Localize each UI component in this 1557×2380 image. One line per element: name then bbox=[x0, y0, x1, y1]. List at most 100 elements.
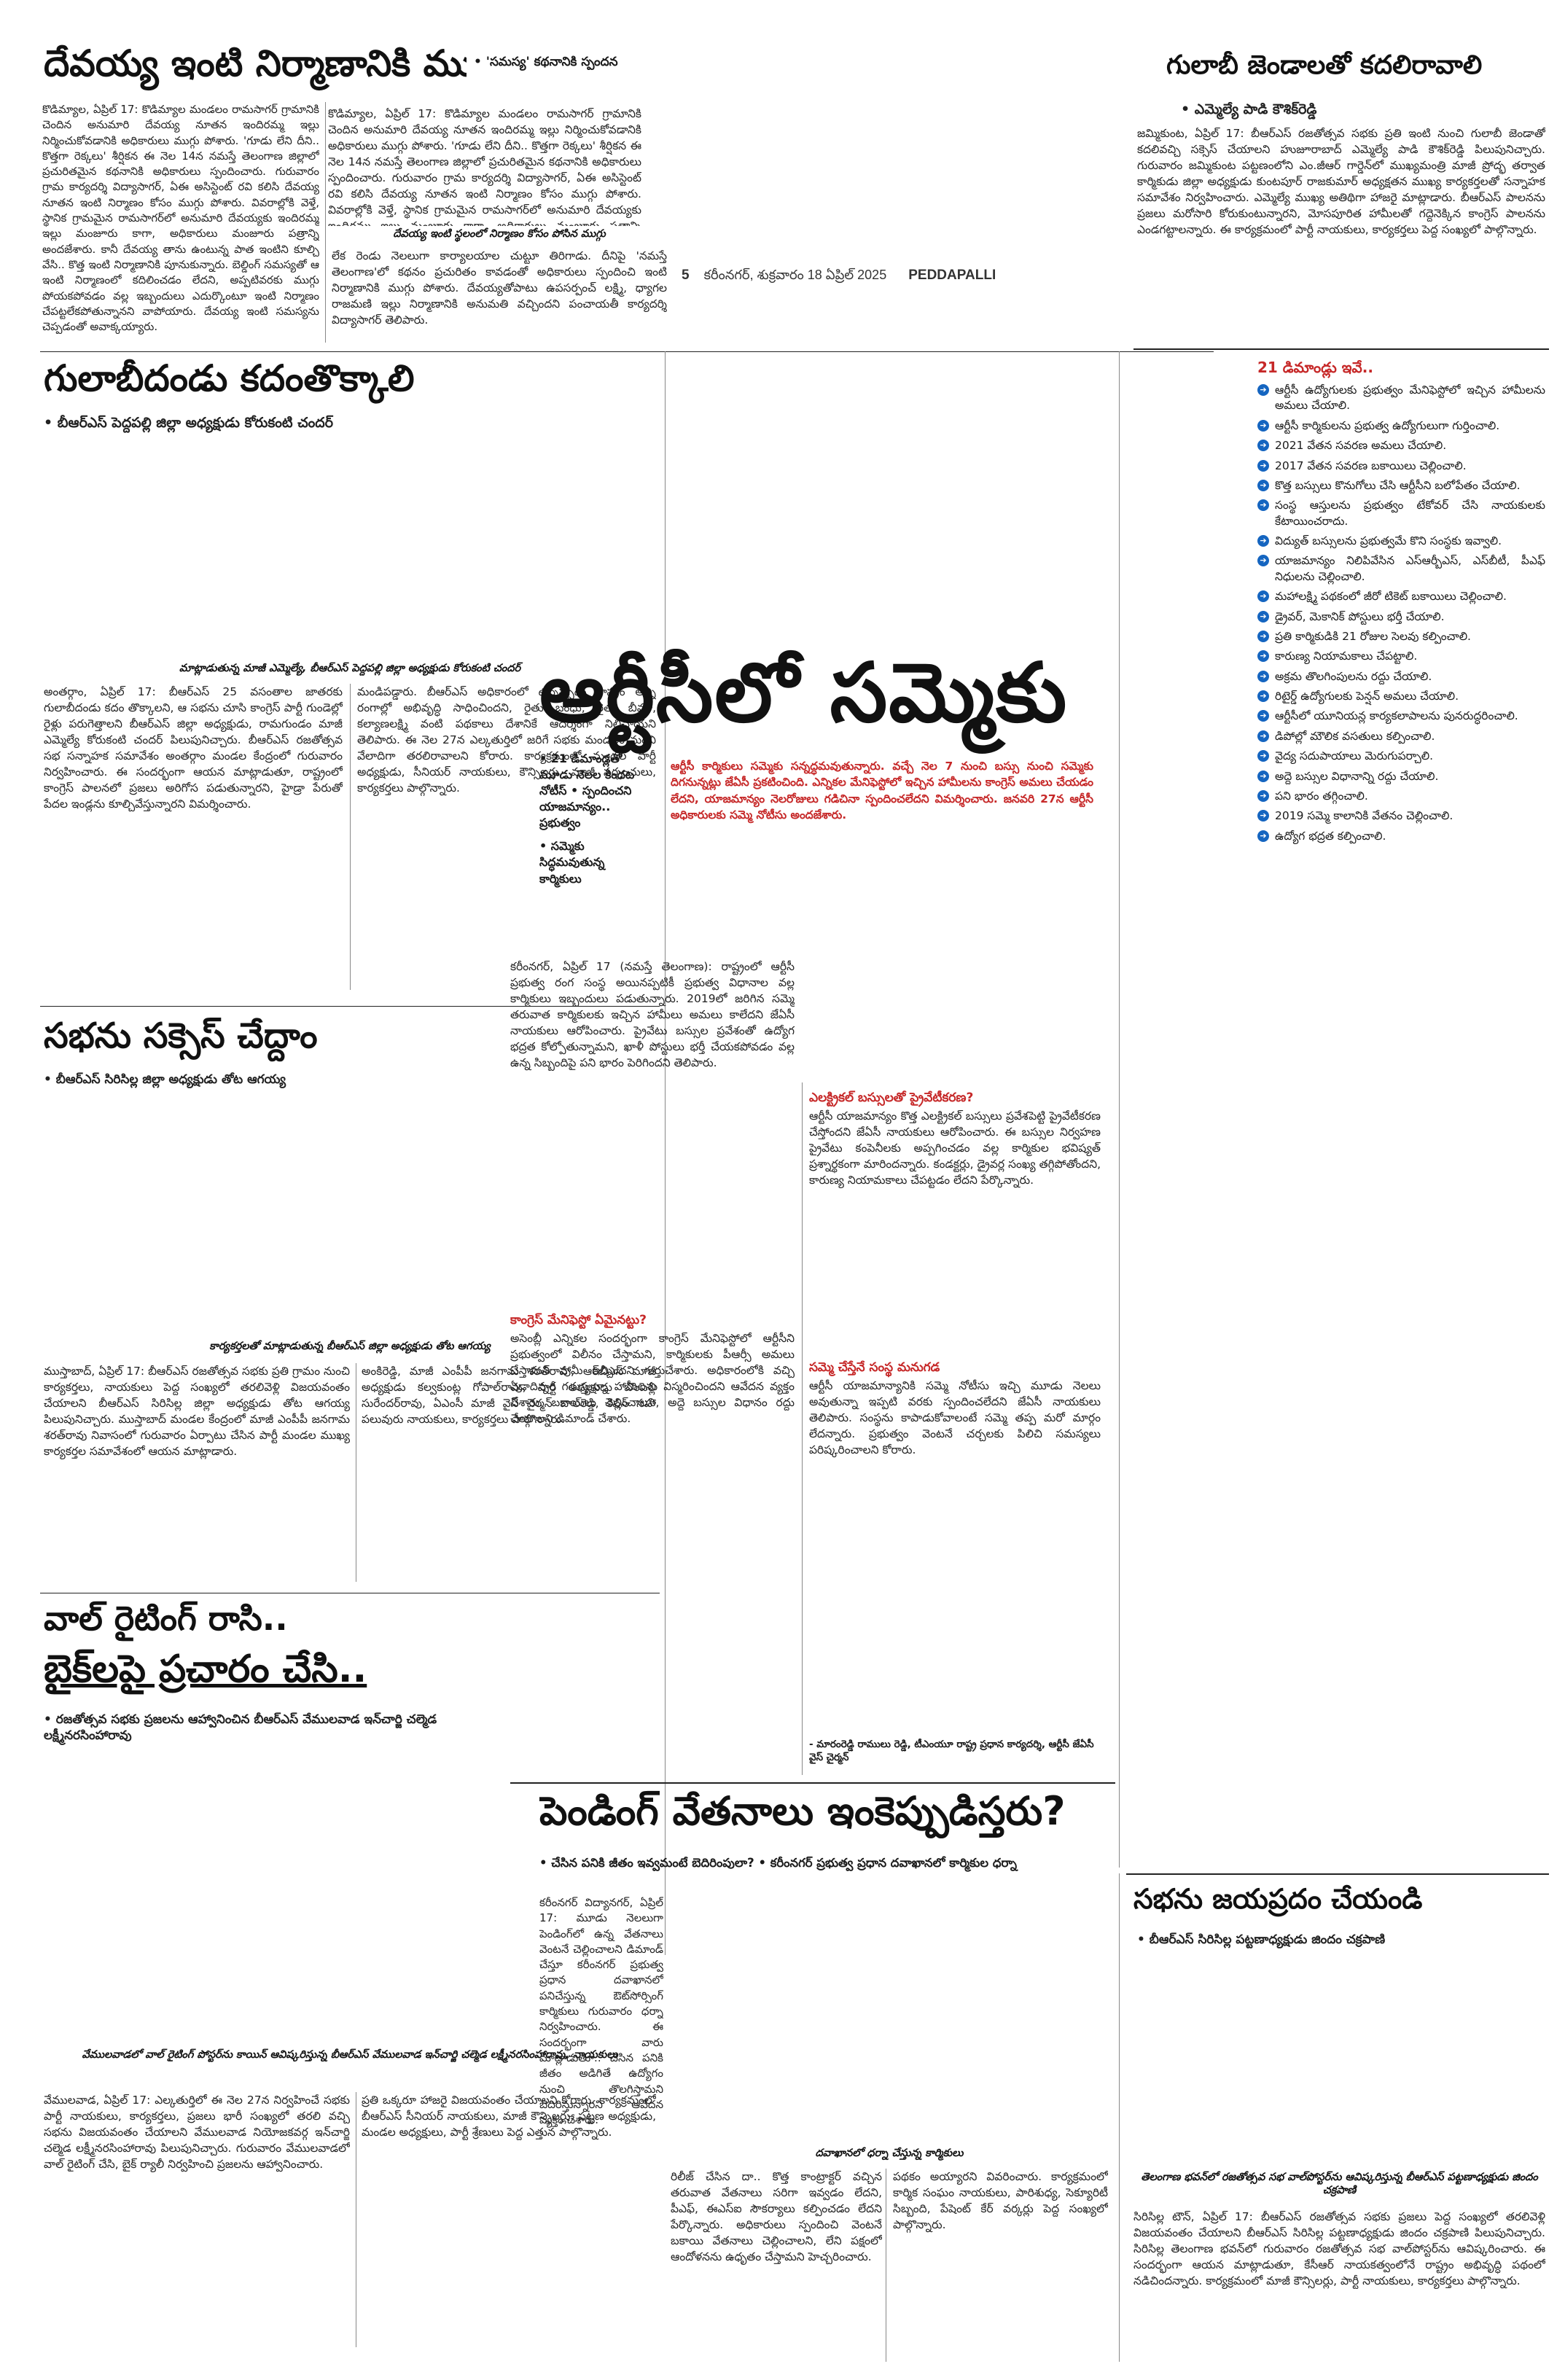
sidebar-demand-text: యాజమాన్యం నిలిపివేసిన ఎస్ఆర్బీఎస్, ఎస్‌బ… bbox=[1275, 554, 1545, 583]
story2-headline: గులాబీ జెండాలతో కదలిరావాలి bbox=[1166, 51, 1483, 80]
column-rule bbox=[802, 1082, 803, 1775]
sidebar-demand-text: వైద్య సదుపాయాలు మెరుగుపర్చాలి. bbox=[1275, 749, 1434, 763]
story7-body-right: పథకం అయ్యారని వివరించారు. కార్యక్రమంలో క… bbox=[893, 2170, 1108, 2231]
sidebar-demand-text: డిపోల్లో మౌలిక వసతులు కల్పించాలి. bbox=[1275, 729, 1435, 743]
page-folio: 5 కరీంనగర్, శుక్రవారం 18 ఏప్రిల్ 2025 PE… bbox=[682, 268, 1090, 289]
sidebar-demand-text: పని భారం తగ్గించాలి. bbox=[1275, 789, 1368, 803]
arrow-bullet-icon: ➔ bbox=[1257, 710, 1269, 722]
sidebar-demand-item: ➔ కొత్త బస్సులు కొనుగోలు చేసి ఆర్టీసీని బ… bbox=[1257, 478, 1545, 493]
sidebar-demand-text: ఆర్టీసీ ఉద్యోగులకు ప్రభుత్వం మేనిఫెస్టోల… bbox=[1275, 383, 1545, 413]
story5-headline-line1: వాల్ రైటింగ్ రాసి.. bbox=[44, 1600, 288, 1638]
story8-photo-caption: తెలంగాణ భవన్‌లో రజతోత్సవ సభ వాల్‌పోస్టర్… bbox=[1141, 2172, 1538, 2197]
story6-inline-head1: కాంగ్రెస్ మేనిఫెస్టో ఏమైనట్టు? bbox=[510, 1313, 647, 1327]
sidebar-demand-text: ప్రతి కార్మికుడికి 21 రోజుల సెలవు కల్పిం… bbox=[1275, 629, 1471, 643]
story1-headline: దేవయ్య ఇంటి నిర్మాణానికి ముగ్గు bbox=[44, 44, 467, 85]
arrow-bullet-icon: ➔ bbox=[1257, 499, 1269, 512]
story7-body-mid: రిలీజ్ చేసిన దా.. కొత్త కాంట్రాక్టర్ వచ్… bbox=[671, 2170, 882, 2263]
sidebar-demand-text: కొత్త బస్సులు కొనుగోలు చేసి ఆర్టీసీని బల… bbox=[1275, 478, 1521, 492]
sidebar-demand-item: ➔ పని భారం తగ్గించాలి. bbox=[1257, 789, 1545, 804]
arrow-bullet-icon: ➔ bbox=[1257, 810, 1269, 822]
story4-subhead: బీఆర్ఎస్ సిరిసిల్ల జిల్లా అధ్యక్షుడు తోట… bbox=[44, 1072, 554, 1090]
divider bbox=[1126, 1873, 1549, 1875]
sidebar-demand-item: ➔ సంస్థ ఆస్తులను ప్రభుత్వం టేకోవర్ చేసి న… bbox=[1257, 498, 1545, 529]
story3-body-right: మండిపడ్డారు. బీఆర్ఎస్ అధికారంలో ఉన్నప్పు… bbox=[357, 685, 656, 795]
story6-quote-attribution: - మారంరెడ్డి రాములు రెడ్డి, టీఎంయూ రాష్ట… bbox=[809, 1739, 1094, 1763]
story3-photo bbox=[42, 441, 655, 660]
story1-subhead-text: 'సమస్య' కథనానికి స్పందన bbox=[485, 55, 618, 69]
sidebar-demand-item: ➔2017 వేతన సవరణ బకాయిలు చెల్లించాలి. bbox=[1257, 459, 1545, 474]
story5-photo bbox=[42, 1760, 655, 2052]
sidebar-demand-text: డ్రైవర్, మెకానిక్ పోస్టులు భర్తీ చేయాలి. bbox=[1275, 609, 1445, 623]
story5-subhead: రజతోత్సవ సభకు ప్రజలను ఆహ్వానించిన బీఆర్ఎ… bbox=[44, 1712, 510, 1752]
divider bbox=[510, 1782, 1115, 1784]
sidebar-demand-text: సంస్థ ఆస్తులను ప్రభుత్వం టేకోవర్ చేసి నా… bbox=[1275, 499, 1545, 528]
story7-photo bbox=[671, 1895, 1108, 2143]
story7-subhead: • చేసిన పనికి జీతం ఇవ్వమంటే బెదిరింపులా?… bbox=[539, 1856, 1017, 1870]
sidebar-demand-item: ➔ ఉద్యోగ భద్రత కల్పించాలి. bbox=[1257, 829, 1545, 844]
arrow-bullet-icon: ➔ bbox=[1257, 459, 1269, 472]
arrow-bullet-icon: ➔ bbox=[1257, 479, 1269, 491]
sidebar-demand-item: ➔ఆర్టీసీ కార్మికులను ప్రభుత్వ ఉద్యోగులుగ… bbox=[1257, 418, 1545, 434]
arrow-bullet-icon: ➔ bbox=[1257, 610, 1269, 623]
story3-headline: గులాబీదండు కదంతొక్కాలి bbox=[44, 359, 415, 399]
story7-photo-caption: దవాఖానలో ధర్నా చేస్తున్న కార్మికులు bbox=[815, 2147, 964, 2159]
sidebar-demand-item: ➔ఆర్టీసీ ఉద్యోగులకు ప్రభుత్వం మేనిఫెస్టో… bbox=[1257, 383, 1545, 414]
story6-inline-head2: ఎలక్ట్రికల్ బస్సులతో ప్రైవేటీకరణ? bbox=[809, 1090, 974, 1105]
sidebar-demand-item: ➔ప్రతి కార్మికుడికి 21 రోజుల సెలవు కల్పి… bbox=[1257, 629, 1545, 644]
story4-body-right: అంకిరెడ్డి, మాజీ ఎంపీపీ జనగామ శరత్‌రావు,… bbox=[362, 1365, 656, 1426]
story6-red-box: ఆర్టీసీ కార్మికులు సమ్మెకు సన్నద్ధమవుతున… bbox=[671, 760, 1093, 822]
sidebar-demand-text: ఆర్టీసీ కార్మికులను ప్రభుత్వ ఉద్యోగులుగా… bbox=[1275, 418, 1500, 432]
sidebar-demand-item: ➔మహాలక్ష్మి పథకంలో జీరో టికెట్ బకాయిలు చ… bbox=[1257, 589, 1545, 604]
story6-bullet: • సమ్మెకు సిద్ధమవుతున్న కార్మికులు bbox=[539, 839, 605, 886]
sidebar-demand-text: విద్యుత్ బస్సులను ప్రభుత్వమే కొని సంస్థక… bbox=[1275, 534, 1502, 547]
story1-photo bbox=[42, 106, 319, 339]
story5-photo-caption: వేములవాడలో వాల్ రైటింగ్ పోస్టర్‌ను కాయిన… bbox=[82, 2049, 618, 2061]
sidebar-demand-item: ➔ డ్రైవర్, మెకానిక్ పోస్టులు భర్తీ చేయాలి… bbox=[1257, 609, 1545, 625]
story6-bullets: • 21 డిమాండ్లతో మూడు నెలల కిందట నోటీస్ •… bbox=[539, 751, 649, 962]
story4-body-left: ముస్తాబాద్, ఏప్రిల్ 17: బీఆర్ఎస్ రజతోత్స… bbox=[44, 1365, 350, 1458]
arrow-bullet-icon: ➔ bbox=[1257, 590, 1269, 603]
story8-photo bbox=[1133, 1957, 1545, 2169]
sidebar-demand-text: కారుణ్య నియామకాలు చేపట్టాలి. bbox=[1275, 649, 1418, 663]
story6-body-col1: కరీంనగర్, ఏప్రిల్ 17 (నమస్తే తెలంగాణ): ర… bbox=[510, 960, 795, 1069]
sidebar-demand-item: ➔డిపోల్లో మౌలిక వసతులు కల్పించాలి. bbox=[1257, 729, 1545, 744]
arrow-bullet-icon: ➔ bbox=[1257, 830, 1269, 842]
sidebar-demand-item: ➔కారుణ్య నియామకాలు చేపట్టాలి. bbox=[1257, 649, 1545, 664]
sidebar-demand-text: అక్రమ తొలగింపులను రద్దు చేయాలి. bbox=[1275, 669, 1432, 683]
sidebar-demand-item: ➔విద్యుత్ బస్సులను ప్రభుత్వమే కొని సంస్థ… bbox=[1257, 534, 1545, 549]
story7-subhead-text: చేసిన పనికి జీతం ఇవ్వమంటే బెదిరింపులా? •… bbox=[551, 1856, 1017, 1870]
arrow-bullet-icon: ➔ bbox=[1257, 770, 1269, 782]
sidebar-demand-text: ఆర్టీసీలో యూనియన్ల కార్యకలాపాలను పునరుద్… bbox=[1275, 709, 1518, 723]
sidebar-demand-text: 2019 సమ్మె కాలానికి వేతనం చెల్లించాలి. bbox=[1275, 809, 1453, 823]
sidebar-demand-item: ➔రిటైర్డ్ ఉద్యోగులకు పెన్షన్ అమలు చేయాలి… bbox=[1257, 689, 1545, 704]
sidebar-title: 21 డిమాండ్లు ఇవే.. bbox=[1257, 359, 1373, 376]
sidebar-list: ➔ ఆర్టీసీ ఉద్యోగులకు ప్రభుత్వం మేనిఫెస్టో… bbox=[1257, 383, 1545, 1870]
sidebar-demand-text: ఉద్యోగ భద్రత కల్పించాలి. bbox=[1275, 829, 1386, 843]
story6-body-col2b: ఆర్టీసీ యాజమాన్యానికి సమ్మె నోటీసు ఇచ్చి… bbox=[809, 1379, 1101, 1456]
story6-quote-photo bbox=[969, 1553, 1104, 1720]
column-rule bbox=[665, 351, 666, 1955]
story6-bullet: • 21 డిమాండ్లతో మూడు నెలల కిందట నోటీస్ •… bbox=[539, 752, 635, 830]
sidebar-demand-item: ➔ ఆర్టీసీలో యూనియన్ల కార్యకలాపాలను పునరుద… bbox=[1257, 709, 1545, 724]
divider bbox=[1133, 348, 1549, 350]
sidebar-demand-item: ➔2021 వేతన సవరణ అమలు చేయాలి. bbox=[1257, 438, 1545, 453]
story5-body-left: వేములవాడ, ఏప్రిల్ 17: ఎల్కతుర్తిలో ఈ నెల… bbox=[44, 2094, 350, 2171]
story4-headline: సభను సక్సెస్ చేద్దాం bbox=[44, 1017, 318, 1056]
story7-body-left: కరీంనగర్ విద్యానగర్, ఏప్రిల్ 17: మూడు నె… bbox=[539, 1896, 663, 2127]
story3-body-left: అంతర్గాం, ఏప్రిల్ 17: బీఆర్ఎస్ 25 వసంతాల… bbox=[44, 685, 343, 811]
story8-body: సిరిసిల్ల టౌన్, ఏప్రిల్ 17: బీఆర్ఎస్ రజత… bbox=[1133, 2210, 1545, 2287]
story2-body: జమ్మికుంట, ఏప్రిల్ 17: బీఆర్ఎస్ రజతోత్సవ… bbox=[1137, 127, 1545, 236]
sidebar-demand-item: ➔వైద్య సదుపాయాలు మెరుగుపర్చాలి. bbox=[1257, 749, 1545, 764]
story6-body-col1b: అసెంబ్లీ ఎన్నికల సందర్భంగా కాంగ్రెస్ మేన… bbox=[510, 1332, 795, 1425]
column-rule bbox=[1119, 351, 1120, 1868]
divider bbox=[40, 1006, 660, 1007]
story6-body-col2: ఆర్టీసీ యాజమాన్యం కొత్త ఎలక్ట్రికల్ బస్స… bbox=[809, 1109, 1101, 1187]
story4-photo-caption: కార్యకర్తలతో మాట్లాడుతున్న బీఆర్ఎస్ జిల్… bbox=[209, 1341, 491, 1352]
story3-photo-caption: మాట్లాడుతున్న మాజీ ఎమ్మెల్యే, బీఆర్ఎస్ ప… bbox=[179, 663, 521, 674]
story5-body-right: ప్రతి ఒక్కరూ హాజరై విజయవంతం చేయాలని కోరా… bbox=[362, 2094, 656, 2139]
arrow-bullet-icon: ➔ bbox=[1257, 789, 1269, 802]
story8-headline: సభను జయప్రదం చేయండి bbox=[1133, 1884, 1423, 1915]
story1-body-left-col: కొడిమ్యాల, ఏప్రిల్ 17: కొడిమ్యాల మండలం ర… bbox=[42, 103, 319, 334]
story1-photo-caption: దేవయ్య ఇంటి స్థలంలో నిర్మాణం కోసం పోసిన … bbox=[393, 228, 606, 240]
sidebar-demand-text: అద్దె బస్సుల విధానాన్ని రద్దు చేయాలి. bbox=[1275, 769, 1439, 783]
